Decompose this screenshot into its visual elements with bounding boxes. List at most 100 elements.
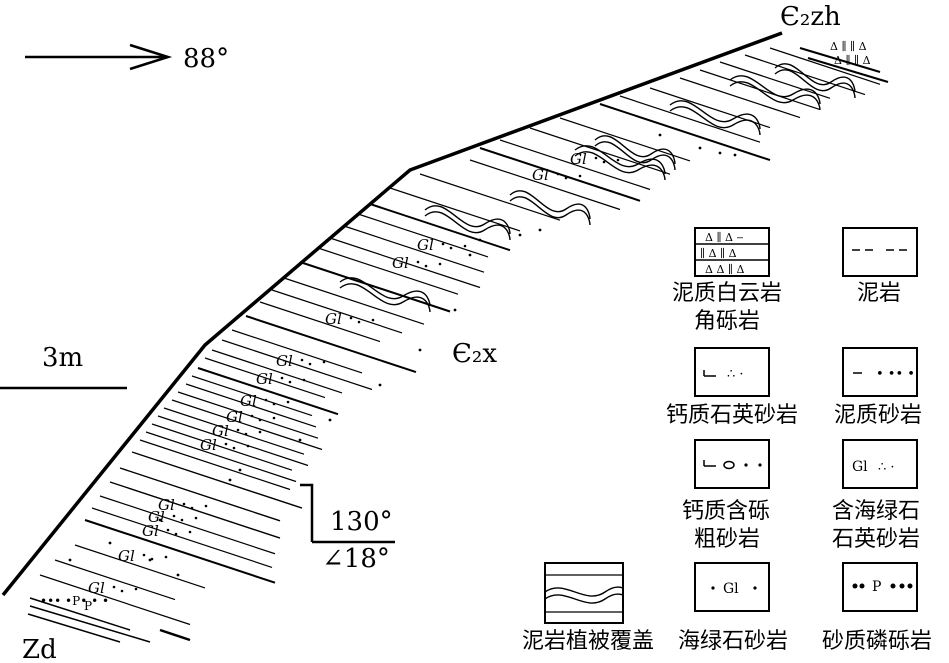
sand-dot: [718, 151, 722, 155]
wavy-cover-line: [669, 100, 761, 130]
sand-dot: [236, 428, 240, 432]
legend: Δ ∥ Δ ‒ ∥ Δ ∥ Δ Δ Δ ∥ Δ 泥质白云岩 角砾岩 泥岩 ∴ ·…: [522, 227, 932, 654]
sand-dot: [232, 446, 236, 450]
bedding-line: [131, 451, 303, 509]
sand-dot: [228, 478, 232, 482]
sand-dot: [302, 378, 306, 382]
sand-dot: [418, 348, 422, 352]
bedding-line: [84, 519, 276, 584]
bedding-line: [99, 495, 276, 555]
unit-label-top: Є₂zh: [780, 2, 841, 32]
bedding-line: [499, 139, 651, 191]
legend-label: 泥岩: [857, 281, 901, 306]
sand-dot: [204, 504, 208, 508]
bedding-line: [39, 574, 191, 626]
sand-dot: [246, 444, 250, 448]
sand-dot: [272, 416, 276, 420]
legend-label: 砂质磷砾岩: [822, 629, 932, 654]
sand-dot: [449, 246, 453, 250]
sand-dot: [258, 418, 262, 422]
bedding-line: [185, 383, 317, 428]
sand-dot: [564, 176, 568, 180]
legend-item-glauconitic-quartz-sandstone: Gl ∴ · 含海绿石 石英砂岩: [832, 439, 920, 552]
bedding-line: [719, 61, 831, 99]
sand-dot: [478, 238, 482, 242]
bedding-line: [54, 559, 176, 601]
sand-dot: [158, 518, 162, 522]
gl-marker: Gl: [226, 408, 243, 426]
legend-label: 钙质石英砂岩: [666, 403, 798, 428]
sand-dot: [298, 438, 302, 442]
legend-item-dolomite-breccia: Δ ∥ Δ ‒ ∥ Δ ∥ Δ Δ Δ ∥ Δ 泥质白云岩 角砾岩: [672, 227, 782, 334]
bedding-line: [74, 544, 206, 589]
sand-dot: [286, 400, 290, 404]
bedding-line: [197, 367, 339, 416]
wavy-cover-line: [594, 141, 676, 171]
gl-marker: Gl: [256, 370, 273, 388]
bedding-line: [221, 339, 373, 391]
sand-dot: [238, 468, 242, 472]
wavy-cover-line: [594, 135, 676, 165]
sand-dot: [463, 244, 467, 248]
sand-dot: [164, 555, 168, 559]
bedding-line: [679, 77, 801, 119]
sand-dot: [174, 532, 178, 536]
sand-dot: [308, 362, 312, 366]
svg-text:••• •P• • •: ••• •P• • •: [40, 594, 109, 608]
bedding-line: [177, 391, 319, 439]
sand-dot: [441, 242, 445, 246]
gl-marker: Gl: [118, 547, 135, 565]
sand-dot: [733, 153, 737, 157]
bedding-line: [151, 423, 293, 471]
wavy-cover-line: [774, 63, 856, 93]
sand-dot: [616, 158, 620, 162]
legend-gl-marker: Gl: [852, 459, 868, 475]
bedding-line: [109, 481, 281, 539]
top-breccia-bed: Δ ∥ ∥ Δ Δ ∥ ∥ Δ: [799, 40, 889, 83]
legend-label: 石英砂岩: [832, 527, 920, 552]
legend-label: 泥质砂岩: [834, 403, 922, 428]
gl-marker: Gl: [570, 150, 587, 168]
bedding-line: [171, 399, 323, 451]
sand-dot: [148, 558, 152, 562]
sand-dot: [108, 541, 112, 545]
unit-label-base: Zd: [22, 635, 57, 663]
bedding-line: [299, 261, 451, 313]
bedding-line: [369, 203, 511, 252]
wavy-cover-line: [574, 151, 666, 181]
sand-dot: [172, 514, 176, 518]
sand-dot: [518, 233, 522, 237]
legend-item-mudstone: 泥岩: [842, 227, 918, 306]
legend-item-argillaceous-sandstone: • •• • 泥质砂岩: [834, 347, 922, 428]
gl-marker: Gl: [142, 522, 159, 540]
sand-dot: [378, 383, 382, 387]
sand-dot: [538, 228, 542, 232]
sand-dot: [244, 432, 248, 436]
legend-item-calcareous-quartz-sandstone: ∴ · 钙质石英砂岩: [666, 347, 798, 428]
gl-marker: Gl: [88, 579, 105, 597]
bedding-line: [119, 467, 281, 522]
legend-item-glauconite-sandstone: Gl 海绿石砂岩: [678, 562, 788, 654]
sand-dot: [328, 418, 332, 422]
bedding-line: [469, 159, 621, 211]
wavy-cover-line: [339, 283, 431, 313]
bedding-line: [559, 117, 691, 162]
bedding-line: [479, 147, 641, 202]
wavy-cover-line: [424, 205, 511, 235]
sand-dot: [180, 518, 184, 522]
legend-item-mudstone-vegetation-cover: 泥岩植被覆盖: [522, 562, 654, 654]
legend-label: 海绿石砂岩: [678, 629, 788, 654]
gl-marker: Gl: [532, 166, 549, 184]
direction-angle: 88°: [183, 44, 229, 74]
wavy-cover-line: [774, 69, 856, 99]
sand-dot: [453, 308, 457, 312]
gl-marker: Gl: [392, 254, 409, 272]
wavy-cover-line: [669, 106, 761, 136]
gl-marker: Gl: [158, 496, 175, 514]
sand-dot: [142, 553, 146, 557]
legend-gl-marker: Gl: [723, 581, 739, 597]
scale-bar: 3m: [0, 343, 127, 390]
bedding-line: [317, 247, 459, 295]
profile-outline: [1, 31, 783, 597]
legend-label: 粗砂岩: [694, 527, 760, 552]
